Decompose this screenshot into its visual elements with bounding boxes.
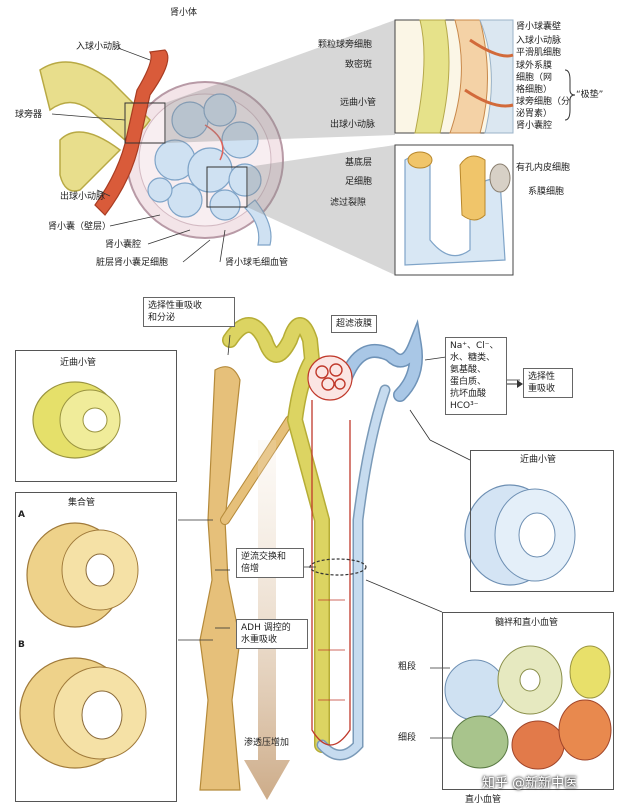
panel-b-label: B [18,640,25,650]
loop-title: 髓袢和直小血管 [495,618,559,628]
inset-juxtaglomerular [394,19,514,134]
inset1-label-dct: 远曲小管 [340,98,377,108]
inset-juxtaglomerular-frame [395,20,513,133]
collecting-duct-panel [15,492,177,802]
inset2-label-podocyte: 足细胞 [345,177,373,187]
pct-left-title: 近曲小管 [60,358,97,368]
reabsorb-box: 选择性 重吸收 [523,368,573,398]
adh-line-1: ADH 调控的 [241,623,291,633]
reabsorb-line-2: 重吸收 [528,384,556,394]
label-capillary: 肾小球毛细血管 [225,258,289,268]
inset1-right-2: 平滑肌细胞 [516,48,562,58]
cross-sections [19,381,612,770]
inset1-right-0: 肾小球囊壁 [516,22,562,32]
inset2-label-endothelium: 有孔内皮细胞 [516,163,571,173]
inset-filtration-barrier [394,144,514,276]
osmotic-label: 渗透压增加 [244,738,290,748]
inset1-right-8: 肾小囊腔 [516,121,553,131]
countercurrent-line-2: 倍增 [241,564,260,574]
solutes-line-3: 氨基酸、 [450,365,487,375]
label-afferent: 入球小动脉 [76,42,122,52]
solutes-box: Na⁺、Cl⁻、 水、糖类、 氨基酸、 蛋白质、 抗坏血酸 HCO³⁻ [445,337,507,415]
watermark: 知乎 @新新中医 [482,776,578,791]
inset1-label-granular: 颗粒球旁细胞 [318,40,373,50]
reabsorb-line-1: 选择性 [528,372,556,382]
nephron-tubules [199,317,423,800]
panel-a-label: A [18,510,25,520]
loop-vasa-panel [442,612,614,790]
inset2-label-basement: 基底层 [345,158,373,168]
label-juxta-apparatus: 球旁器 [15,110,43,120]
solutes-line-2: 水、糖类、 [450,353,496,363]
selective-reabsorption-box: 选择性重吸收 和分泌 [143,297,235,327]
inset-filtration-frame [395,145,513,275]
inset1-label-efferent: 出球小动脉 [330,120,376,130]
countercurrent-line-1: 逆流交换和 [241,552,287,562]
selective-line-1: 选择性重吸收 [148,301,203,311]
thick-label: 粗段 [398,662,417,672]
adh-box: ADH 调控的 水重吸收 [236,619,308,649]
top-title: 肾小体 [170,8,198,18]
renal-corpuscle-illustration [39,20,395,275]
inset1-right-5: 格细胞） [516,85,553,95]
inset1-right-3: 球外系膜 [516,61,553,71]
solutes-line-1: Na⁺、Cl⁻、 [450,341,499,351]
label-podocyte-layer: 脏层肾小囊足细胞 [96,258,169,268]
inset2-label-mesangial: 系膜细胞 [528,187,565,197]
solutes-line-4: 蛋白质、 [450,377,487,387]
label-efferent: 出球小动脉 [60,192,106,202]
inset1-right-6: 球旁细胞（分 [516,97,571,107]
inset1-right-7: 泌胃素） [516,109,553,119]
inset2-label-slit: 滤过裂隙 [330,198,367,208]
collecting-title: 集合管 [68,498,96,508]
solutes-line-5: 抗坏血酸 [450,389,487,399]
leader-lines [51,47,520,739]
inset1-right-4: 细胞（网 [516,73,553,83]
inset1-label-macula: 致密斑 [345,60,373,70]
thin-label: 细段 [398,733,417,743]
selective-line-2: 和分泌 [148,313,176,323]
label-capsule-wall: 肾小囊（壁层） [48,222,112,232]
vasa-label: 直小血管 [465,795,502,805]
adh-line-2: 水重吸收 [241,635,278,645]
filtrate-box: 超滤液膜 [331,315,378,333]
countercurrent-box: 逆流交换和 倍增 [236,548,304,578]
pct-right-panel [470,450,614,592]
label-capsule-lumen: 肾小囊腔 [105,240,142,250]
pct-left-panel [15,350,177,482]
inset1-right-1: 入球小动脉 [516,36,562,46]
inset1-brace-label: “极垫” [576,90,604,100]
solutes-line-6: HCO³⁻ [450,401,479,411]
pct-right-title: 近曲小管 [520,455,557,465]
